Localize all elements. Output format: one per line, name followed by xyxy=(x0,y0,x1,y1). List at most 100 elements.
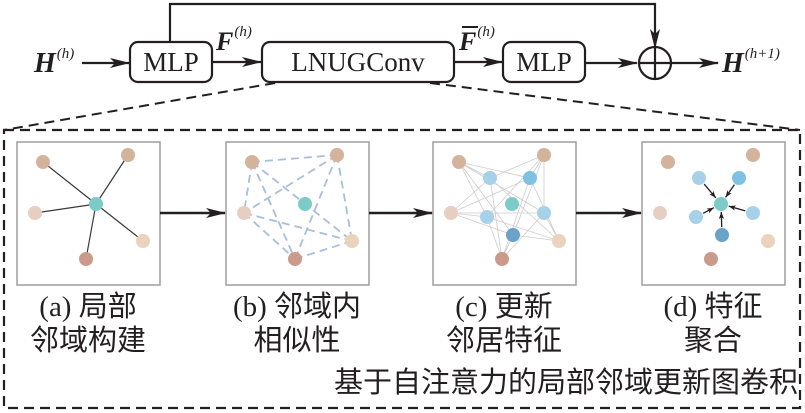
panel-c-caption-line2: 邻居特征 xyxy=(445,325,562,357)
panel-b-graph xyxy=(237,148,359,266)
neighbor-node-b xyxy=(79,252,93,266)
neighbor-node-tl xyxy=(245,155,259,169)
updated-node-tr xyxy=(732,171,746,185)
attention-edge xyxy=(501,177,531,260)
updated-node-tr xyxy=(523,171,537,185)
attention-edge xyxy=(486,216,560,242)
module-frame xyxy=(2,128,802,410)
attention-edge xyxy=(450,212,514,236)
similarity-edge xyxy=(243,212,296,260)
neighbor-node-b xyxy=(704,252,718,266)
attention-edge xyxy=(458,161,531,179)
attention-edge xyxy=(486,216,503,260)
neighbor-edge xyxy=(95,154,129,205)
feature-bar-symbol: F(h) xyxy=(459,24,495,57)
neighbor-node-tl xyxy=(661,155,675,169)
aggregation-edge xyxy=(703,183,717,199)
updated-node-r xyxy=(537,206,551,220)
aggregation-edge xyxy=(728,205,746,212)
center-node xyxy=(714,197,728,211)
updated-node-b xyxy=(715,228,729,242)
attention-edge xyxy=(450,177,531,214)
attention-edge xyxy=(512,233,560,242)
similarity-edge xyxy=(243,212,353,242)
top-flow xyxy=(82,2,719,84)
neighbor-node-tr xyxy=(330,148,344,162)
module-title: 基于自注意力的局部邻域更新图卷积 xyxy=(333,367,798,399)
neighbor-node-l xyxy=(237,206,251,220)
mlp1-label: MLP xyxy=(143,47,199,77)
panel-c-caption-line1: (c) 更新 xyxy=(455,291,553,323)
aggregation-edge xyxy=(725,184,735,198)
attention-edge xyxy=(450,177,491,214)
output-symbol-letter: H xyxy=(722,48,744,79)
panel-a-graph xyxy=(28,148,150,266)
similarity-edge xyxy=(294,240,353,260)
neighbor-edge xyxy=(95,203,144,242)
neighbor-node-l xyxy=(653,206,667,220)
center-node xyxy=(89,197,103,211)
similarity-edge xyxy=(243,154,338,214)
output-symbol: H(h+1) xyxy=(722,46,780,80)
neighbor-edge xyxy=(85,203,97,260)
updated-node-tl xyxy=(692,171,706,185)
feature-symbol: F(h) xyxy=(216,24,252,57)
panel-b-caption-line2: 相似性 xyxy=(253,325,341,357)
panel-d-caption-line2: 聚合 xyxy=(683,325,742,357)
panel-d-graph xyxy=(653,148,775,266)
output-symbol-superscript: (h+1) xyxy=(744,46,780,62)
feature-symbol-superscript: (h) xyxy=(234,24,252,40)
neighbor-node-r xyxy=(761,234,775,248)
updated-node-b xyxy=(506,228,520,242)
neighbor-node-r xyxy=(345,234,359,248)
neighbor-edge xyxy=(42,161,97,205)
input-symbol-superscript: (h) xyxy=(56,46,75,62)
neighbor-node-b xyxy=(288,252,302,266)
attention-edge xyxy=(512,154,545,236)
attention-edge xyxy=(458,161,488,218)
panel-a-caption-line2: 邻域构建 xyxy=(29,325,146,357)
neighbor-node-tl xyxy=(452,155,466,169)
panel-c-graph xyxy=(444,148,566,266)
neighbor-edge xyxy=(34,203,97,214)
similarity-edge xyxy=(251,154,338,163)
panel-d-caption: (d) 特征 聚合 xyxy=(633,290,793,358)
feature-bar-symbol-letter: F xyxy=(459,27,477,56)
similarity-edge xyxy=(251,161,353,242)
neighbor-node-r xyxy=(552,234,566,248)
panel-a-caption-line1: (a) 局部 xyxy=(39,291,137,323)
neighbor-node-l xyxy=(444,206,458,220)
similarity-edge xyxy=(251,161,296,260)
center-node xyxy=(298,197,312,211)
sum-operator-icon xyxy=(637,45,673,81)
input-symbol: H(h) xyxy=(34,46,75,80)
updated-node-r xyxy=(746,206,760,220)
aggregation-edge xyxy=(702,207,715,214)
updated-node-tl xyxy=(483,171,497,185)
attention-edge xyxy=(486,154,545,218)
neighbor-node-tr xyxy=(537,148,551,162)
center-node xyxy=(505,197,519,211)
mlp2-label: MLP xyxy=(516,47,572,77)
neighbor-node-l xyxy=(28,206,42,220)
attention-edge xyxy=(501,212,545,260)
input-symbol-letter: H xyxy=(34,48,56,79)
neighbor-node-r xyxy=(136,234,150,248)
panel-c-caption: (c) 更新 邻居特征 xyxy=(424,290,584,358)
attention-edge xyxy=(489,177,560,242)
panel-a-caption: (a) 局部 邻域构建 xyxy=(8,290,168,358)
attention-edge xyxy=(458,161,545,214)
similarity-edge xyxy=(243,161,253,214)
panel-b-caption-line1: (b) 邻域内 xyxy=(232,291,362,323)
updated-node-l xyxy=(689,210,703,224)
expansion-lines xyxy=(3,82,801,131)
attention-edge xyxy=(488,177,503,260)
similarity-edge xyxy=(336,154,353,242)
panel-b-caption: (b) 邻域内 相似性 xyxy=(217,290,377,358)
neighbor-node-tr xyxy=(746,148,760,162)
similarity-edge xyxy=(294,154,338,260)
updated-node-l xyxy=(480,210,494,224)
feature-bar-symbol-superscript: (h) xyxy=(477,24,495,40)
neighbor-node-tl xyxy=(36,155,50,169)
